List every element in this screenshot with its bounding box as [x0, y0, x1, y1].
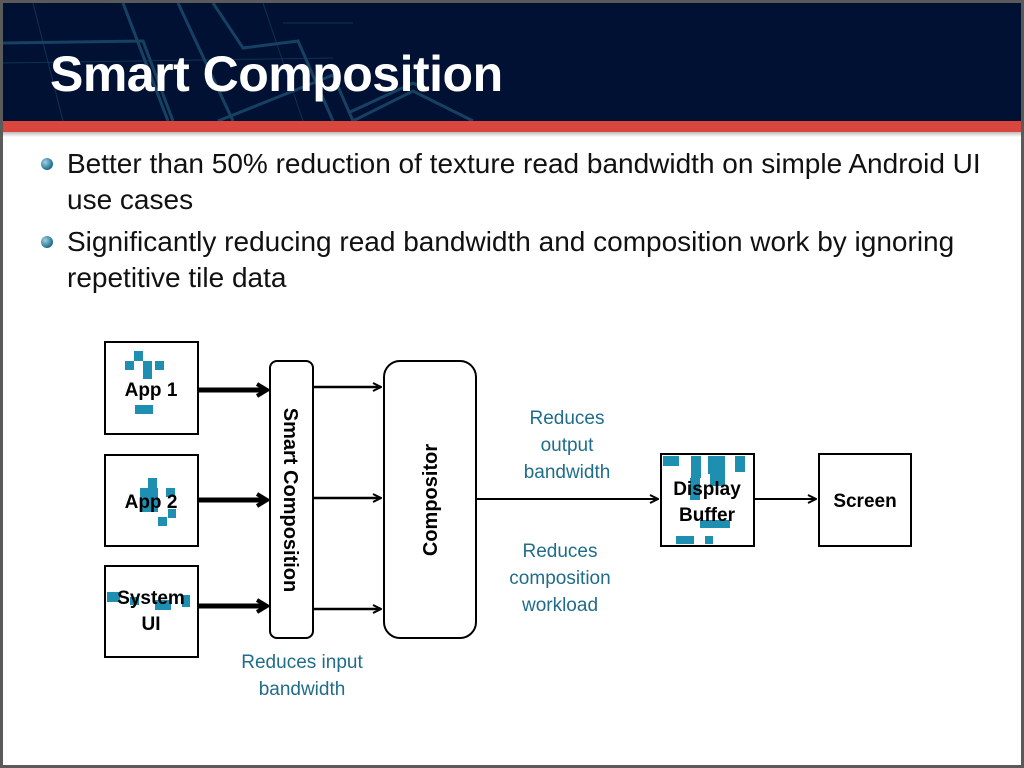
workload-note: Reduces: [523, 541, 598, 562]
compositor-box: Compositor: [383, 360, 477, 639]
bullet-item: Better than 50% reduction of texture rea…: [41, 146, 1001, 218]
app2-box: App 2: [104, 454, 199, 547]
slide-title: Smart Composition: [50, 46, 503, 102]
input-arrows: [198, 390, 267, 606]
compositor-label: Compositor: [420, 444, 442, 556]
smart-composition-label: Smart Composition: [279, 408, 301, 592]
tile-pattern: [125, 351, 164, 414]
circuit-background: [3, 3, 474, 121]
app1-box: App 1: [104, 341, 199, 435]
header-shadow: [3, 132, 1021, 137]
bullet-text: Better than 50% reduction of texture rea…: [67, 148, 981, 215]
smart-composition-box: Smart Composition: [269, 360, 314, 639]
bullet-list: Better than 50% reduction of texture rea…: [41, 146, 1001, 302]
app1-label: App 1: [125, 380, 178, 401]
display-buffer-box: Display Buffer: [660, 453, 755, 547]
screen-label: Screen: [833, 491, 896, 512]
workload-note: workload: [521, 595, 598, 616]
system-ui-box: System UI: [104, 565, 199, 658]
output-note: bandwidth: [524, 462, 611, 483]
output-note: Reduces: [530, 408, 605, 429]
bullet-text: Significantly reducing read bandwidth an…: [67, 226, 955, 293]
app2-label: App 2: [125, 492, 178, 513]
accent-bar: [3, 121, 1021, 132]
slide: Smart Composition Better than 50% reduct…: [3, 3, 1021, 765]
output-note: output: [541, 435, 595, 456]
bullet-item: Significantly reducing read bandwidth an…: [41, 224, 1001, 296]
tile-pattern: [663, 456, 745, 544]
input-note: bandwidth: [259, 679, 346, 700]
tile-pattern: [140, 478, 176, 526]
display-label: Display: [673, 479, 741, 500]
notes: Reduces output bandwidth Reduces composi…: [241, 408, 610, 700]
system-label: System: [117, 588, 185, 609]
buffer-label: Buffer: [679, 505, 736, 526]
header-banner: Smart Composition: [3, 3, 1021, 121]
bullet-icon: [41, 236, 53, 248]
workload-note: composition: [509, 568, 610, 589]
bullet-icon: [41, 158, 53, 170]
tile-pattern: [107, 592, 190, 610]
middle-arrows: [313, 387, 381, 609]
composition-diagram: App 1 App 2 System UI Smart: [104, 341, 912, 700]
ui-label: UI: [142, 614, 161, 635]
screen-box: Screen: [818, 453, 912, 547]
input-note: Reduces input: [241, 652, 363, 673]
